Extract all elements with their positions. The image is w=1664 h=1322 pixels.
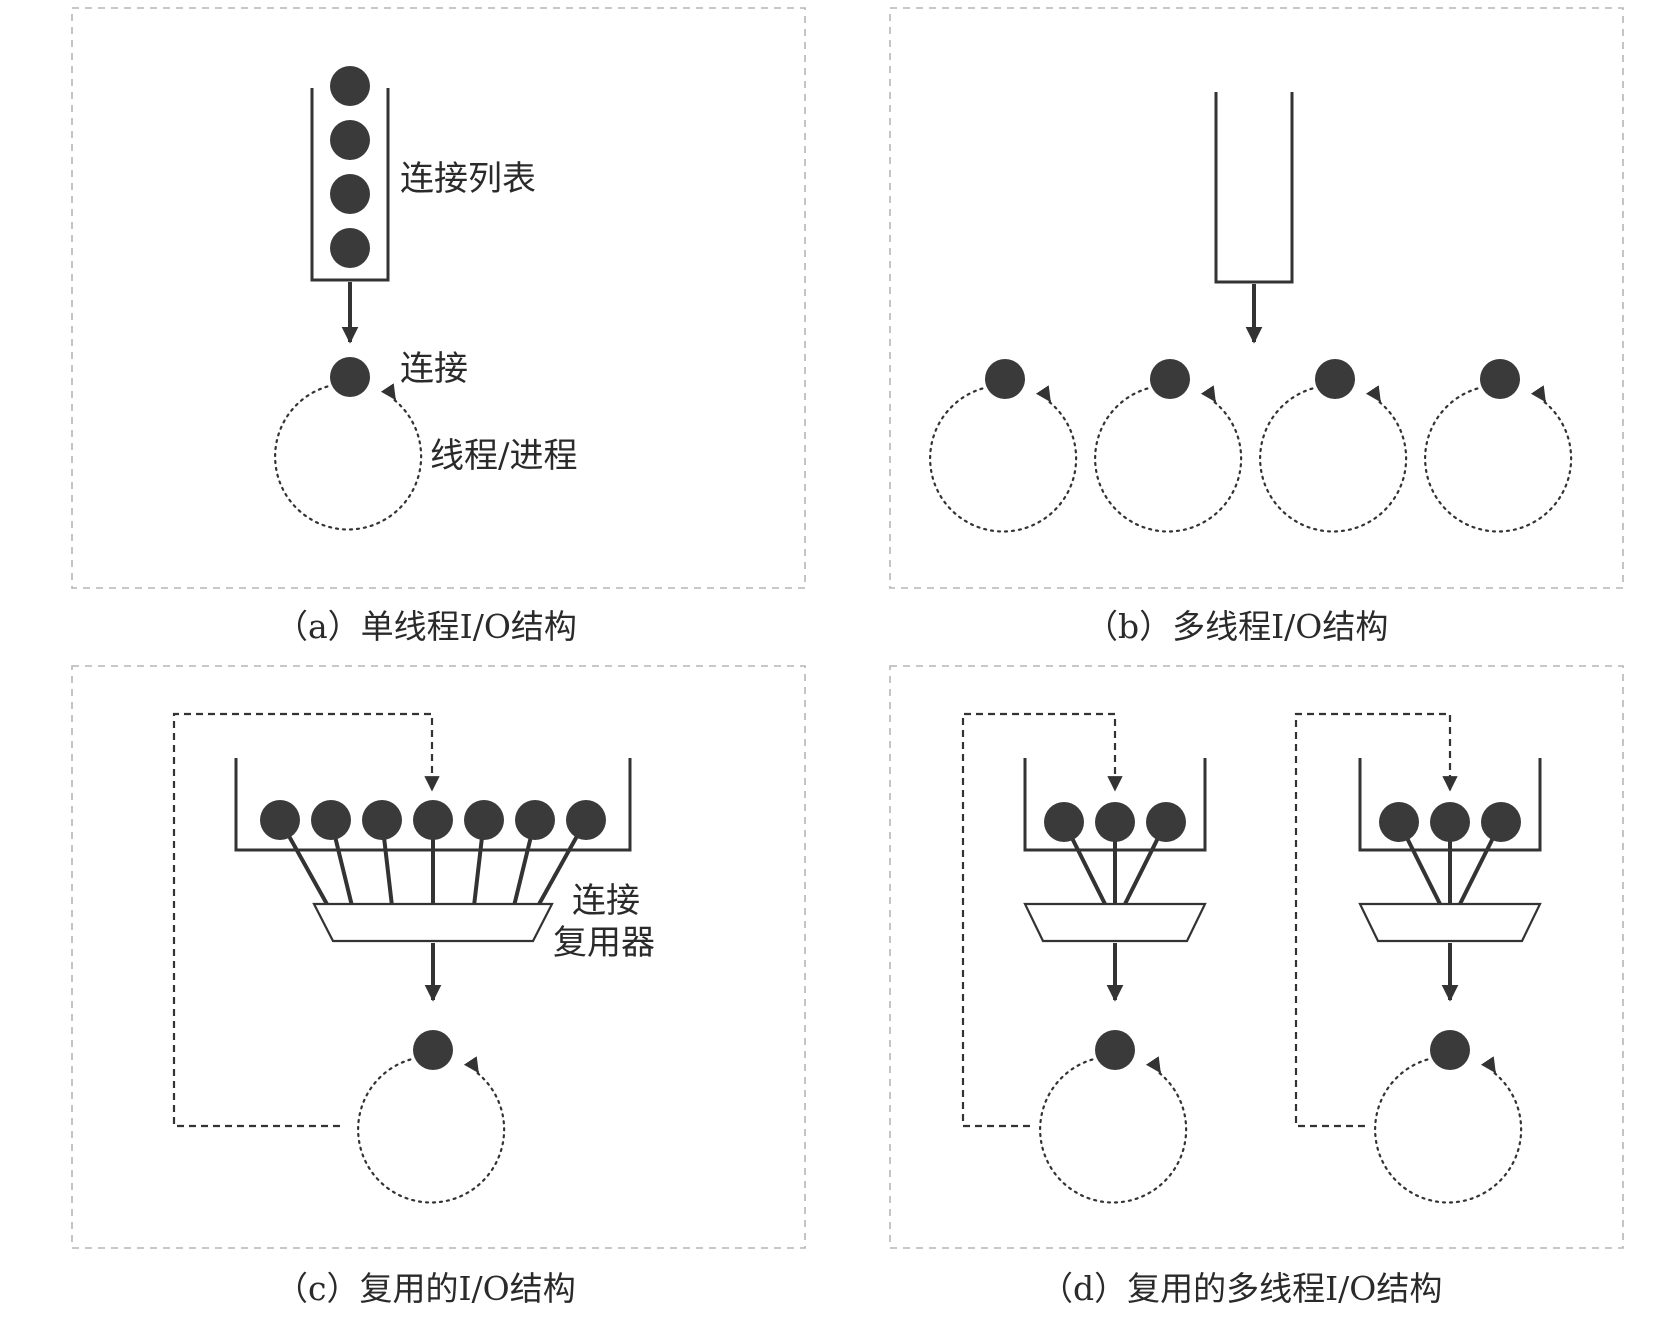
panel-a: 连接列表 连接 线程/进程 （a）单线程I/O结构 — [71, 7, 806, 646]
panel-d-caption: （d）复用的多线程I/O结构 — [1040, 1269, 1442, 1308]
connection-list-label: 连接列表 — [400, 159, 536, 199]
connection-dot — [985, 359, 1025, 399]
connection-dot — [330, 228, 370, 268]
panel-c-caption: （c）复用的I/O结构 — [275, 1269, 576, 1308]
thread-2 — [1094, 359, 1243, 533]
connection-dot — [1150, 359, 1190, 399]
loop-arrowhead — [1035, 385, 1052, 403]
thread-loop — [1039, 1058, 1188, 1204]
panel-a-frame — [71, 7, 806, 589]
active-connection-dot — [1430, 1030, 1470, 1070]
connection-dot — [260, 800, 300, 840]
connection-list — [310, 66, 390, 282]
connection-dot — [330, 174, 370, 214]
loop-arrowhead — [463, 1056, 480, 1074]
connection-dot — [1095, 802, 1135, 842]
multiplexer-block — [1023, 902, 1207, 943]
connection-dot — [1481, 802, 1521, 842]
queue-container — [310, 88, 390, 282]
connection-dot — [311, 800, 351, 840]
connection-dot — [1146, 802, 1186, 842]
loop-arrowhead — [1200, 385, 1217, 403]
panel-b: （b）多线程I/O结构 — [889, 7, 1624, 646]
queue-container — [1214, 92, 1294, 284]
connection-dots — [260, 800, 606, 840]
multiplexer-block — [1358, 902, 1542, 943]
connection-dot — [1480, 359, 1520, 399]
thread-loop — [1094, 387, 1243, 533]
connection-dot — [566, 800, 606, 840]
connection-dot — [330, 66, 370, 106]
connection-dot — [330, 120, 370, 160]
thread-loop — [1259, 387, 1408, 533]
multiplexed-thread-1 — [961, 712, 1207, 1204]
loop-arrowhead — [380, 383, 397, 401]
thread-4 — [1424, 359, 1573, 533]
panel-b-caption: （b）多线程I/O结构 — [1085, 607, 1388, 646]
feedback-path — [1294, 712, 1458, 1128]
thread-3 — [1259, 359, 1408, 533]
thread-loop — [357, 1058, 506, 1204]
loop-arrowhead — [1480, 1056, 1497, 1074]
connection-label: 连接 — [400, 349, 468, 389]
active-connection-dot — [1095, 1030, 1135, 1070]
panel-c-frame — [71, 665, 806, 1249]
thread-process-label: 线程/进程 — [430, 436, 577, 476]
thread-loop — [929, 387, 1078, 533]
panel-c: 连接 复用器 （c）复用的I/O结构 — [71, 665, 806, 1308]
thread-loop — [1374, 1058, 1523, 1204]
connection-dot — [1315, 359, 1355, 399]
panel-d: （d）复用的多线程I/O结构 — [889, 665, 1624, 1308]
thread-loop — [274, 385, 423, 531]
multiplexed-thread-2 — [1294, 712, 1542, 1204]
connection-dot — [1379, 802, 1419, 842]
loop-arrowhead — [1365, 385, 1382, 403]
panel-d-frame — [889, 665, 1624, 1249]
thread-loop — [1424, 387, 1573, 533]
connection-dot — [413, 800, 453, 840]
panel-b-frame — [889, 7, 1624, 589]
multiplexer-block — [312, 902, 554, 943]
loop-arrowhead — [1530, 385, 1547, 403]
feedback-path — [172, 712, 440, 1128]
thread-1 — [929, 359, 1078, 533]
connection-dot — [1044, 802, 1084, 842]
connection-dot — [1430, 802, 1470, 842]
mux-label-line2: 复用器 — [553, 923, 655, 963]
active-connection-dot — [330, 357, 370, 397]
mux-label-line1: 连接 — [572, 881, 640, 921]
panel-a-caption: （a）单线程I/O结构 — [275, 607, 577, 646]
active-connection-dot — [413, 1030, 453, 1070]
connection-dot — [362, 800, 402, 840]
loop-arrowhead — [1145, 1056, 1162, 1074]
connection-dot — [515, 800, 555, 840]
connection-dot — [464, 800, 504, 840]
